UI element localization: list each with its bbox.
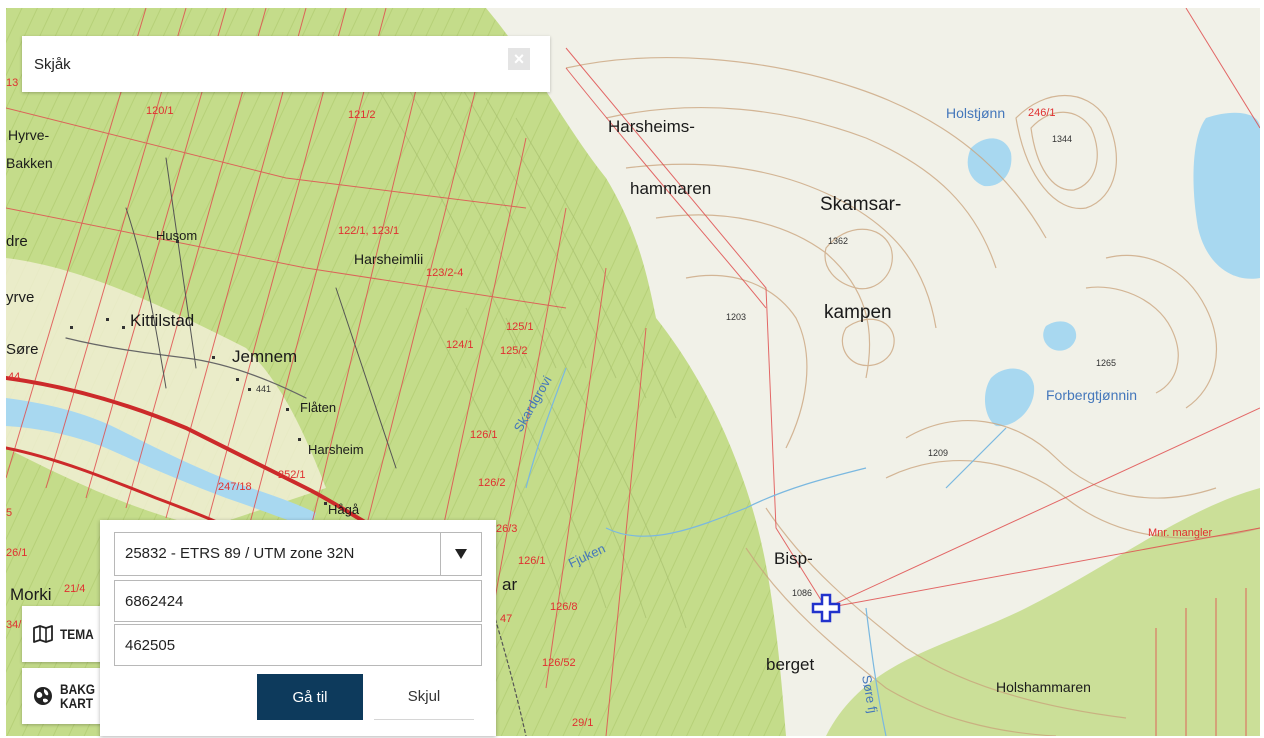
- parcel-123-2-4: 123/2-4: [426, 267, 463, 279]
- parcel-47: 47: [500, 613, 512, 625]
- parcel-125-2: 125/2: [500, 345, 528, 357]
- east-coordinate-input[interactable]: [114, 624, 482, 666]
- label-holshammaren: Holshammaren: [996, 679, 1091, 695]
- label-forbergtjonnin: Forbergtjønnin: [1046, 387, 1137, 403]
- label-dre: dre: [6, 233, 28, 250]
- lake-small: [1043, 321, 1077, 351]
- elevation-441: 441: [256, 384, 271, 394]
- label-kittilstad: Kittilstad: [130, 311, 194, 330]
- crosshair-plus-icon[interactable]: [811, 593, 841, 623]
- parcel-126-1b: 126/1: [518, 555, 546, 567]
- parcel-246-1: 246/1: [1028, 107, 1056, 119]
- label-jemnem: Jemnem: [232, 347, 297, 366]
- label-harsheim: Harsheim: [308, 442, 364, 457]
- map-icon: [33, 625, 53, 643]
- goto-button[interactable]: Gå til: [257, 674, 363, 720]
- tema-label: TEMA: [60, 626, 94, 642]
- globe-icon: [34, 687, 52, 705]
- elevation-1362: 1362: [828, 236, 848, 246]
- background-map-button[interactable]: BAKG KART: [22, 668, 112, 724]
- lake-holstjonn: [967, 138, 1012, 187]
- label-yrve: yrve: [6, 289, 34, 306]
- label-sore: Søre: [6, 341, 39, 358]
- elevation-1203: 1203: [726, 312, 746, 322]
- parcel-13: 13: [6, 77, 18, 89]
- parcel-126-1a: 126/1: [470, 429, 498, 441]
- parcel-29-1: 29/1: [572, 717, 593, 729]
- label-bisp: Bisp-: [774, 549, 813, 568]
- label-berget: berget: [766, 655, 814, 674]
- parcel-120-1: 120/1: [146, 105, 174, 117]
- hide-button[interactable]: Skjul: [374, 674, 474, 720]
- parcel-labels: 120/1 121/2 122/1, 123/1 123/2-4 124/1 1…: [6, 77, 1213, 729]
- label-hammaren: hammaren: [630, 179, 711, 198]
- parcel-252-1: 252/1: [278, 469, 306, 481]
- label-husom: Husom: [156, 228, 197, 243]
- search-box: ×: [22, 36, 550, 92]
- parcel-34: 34/: [6, 619, 22, 631]
- map-canvas[interactable]: Holstjønn Forbergtjønnin Skardgrovi Fjuk…: [6, 8, 1260, 736]
- parcel-5: 5: [6, 507, 12, 519]
- tema-button[interactable]: TEMA: [22, 606, 112, 662]
- crs-selected-value: 25832 - ETRS 89 / UTM zone 32N: [125, 545, 355, 562]
- forest-area-east: [826, 488, 1260, 736]
- label-harsheims: Harsheims-: [608, 117, 695, 136]
- parcel-121-2: 121/2: [348, 109, 376, 121]
- clear-search-button[interactable]: ×: [508, 48, 530, 70]
- property-lines: [6, 8, 1260, 736]
- background-map-label: BAKG KART: [60, 681, 96, 711]
- elevation-1086: 1086: [792, 588, 812, 598]
- label-harsheimlii: Harsheimlii: [354, 251, 423, 267]
- label-kampen: kampen: [824, 302, 892, 323]
- lake-forbergtjonnin: [984, 368, 1035, 427]
- parcel-125-1: 125/1: [506, 321, 534, 333]
- triangle-down-icon: [455, 549, 467, 559]
- label-morki: Morki: [10, 585, 52, 604]
- coordinate-panel: 25832 - ETRS 89 / UTM zone 32N Gå til Sk…: [100, 520, 496, 736]
- parcel-21-4: 21/4: [64, 583, 85, 595]
- contour-lines: [565, 57, 1260, 736]
- parcel-126-2: 126/2: [478, 477, 506, 489]
- label-flaten: Flåten: [300, 400, 336, 415]
- parcel-126-8: 126/8: [550, 601, 578, 613]
- label-mnr-mangler: Mnr. mangler: [1148, 527, 1213, 539]
- farmland: [6, 258, 326, 528]
- roads: [6, 157, 527, 736]
- label-sore-fj: Søre fj: [859, 674, 880, 714]
- label-bakken: Bakken: [6, 155, 53, 171]
- topographic-map[interactable]: Holstjønn Forbergtjønnin Skardgrovi Fjuk…: [6, 8, 1260, 736]
- north-coordinate-input[interactable]: [114, 580, 482, 622]
- lake-east: [1193, 112, 1260, 279]
- label-hyrve: Hyrve-: [8, 127, 50, 143]
- place-labels: Harsheims- hammaren Skamsar- kampen Hyrv…: [6, 117, 1091, 695]
- crs-dropdown-toggle[interactable]: [440, 533, 481, 575]
- elevation-1344: 1344: [1052, 134, 1072, 144]
- elevation-1265: 1265: [1096, 358, 1116, 368]
- elevation-1209: 1209: [928, 448, 948, 458]
- crs-select[interactable]: 25832 - ETRS 89 / UTM zone 32N: [114, 532, 482, 576]
- label-skamsar: Skamsar-: [820, 194, 901, 215]
- buildings: [70, 240, 327, 505]
- label-holstjonn: Holstjønn: [946, 105, 1005, 121]
- parcel-122: 122/1, 123/1: [338, 225, 399, 237]
- label-ar: ar: [502, 575, 517, 594]
- slope-lines: [365, 67, 687, 629]
- river: [6, 398, 316, 528]
- parcel-26-3: 26/3: [496, 523, 517, 535]
- elevation-labels: 1344 1362 1203 1265 1209 1086 441: [256, 134, 1116, 598]
- parcel-26-1: 26/1: [6, 547, 27, 559]
- parcel-126-52: 126/52: [542, 657, 576, 669]
- search-input[interactable]: [22, 36, 502, 92]
- label-haga: Hågå: [328, 502, 360, 517]
- close-icon: ×: [513, 49, 525, 69]
- streams: [525, 367, 1007, 736]
- parcel-44: 44: [8, 371, 20, 383]
- parcel-124-1: 124/1: [446, 339, 474, 351]
- parcel-247-18: 247/18: [218, 481, 252, 493]
